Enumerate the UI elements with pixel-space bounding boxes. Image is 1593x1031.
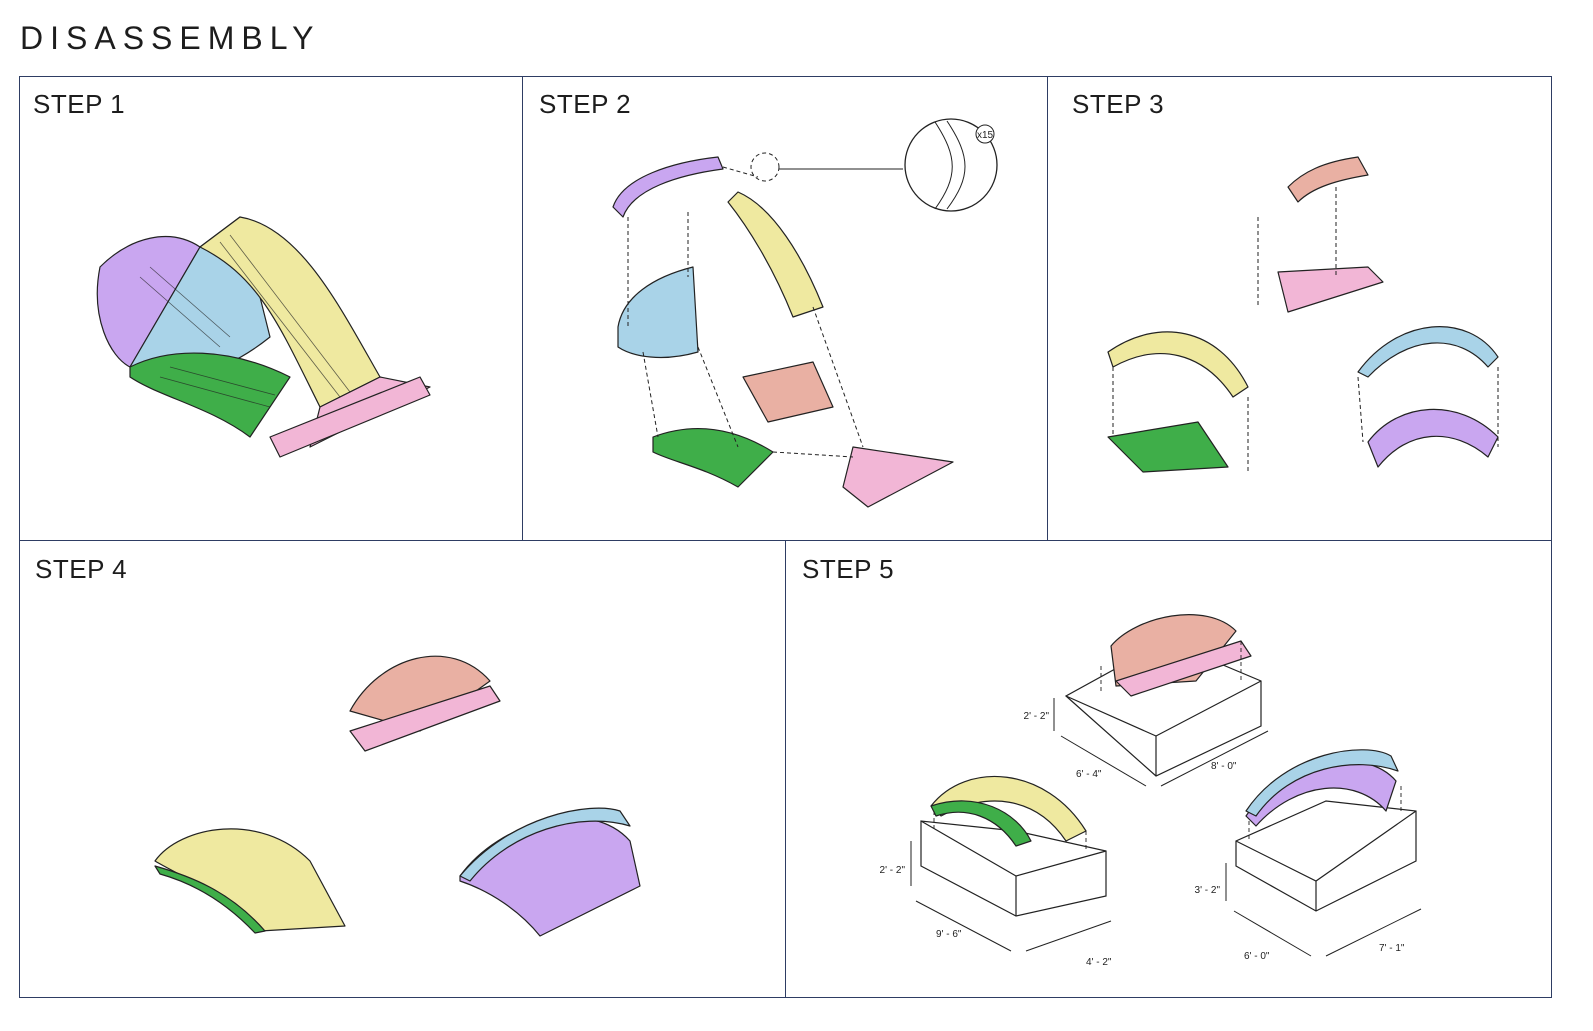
box-2-height: 2' - 2" bbox=[880, 865, 906, 876]
box-3-depth: 6' - 0" bbox=[1244, 951, 1270, 962]
step-3-label: STEP 3 bbox=[1072, 89, 1165, 119]
detail-callout bbox=[904, 118, 998, 212]
step-2-panel: STEP 2 x15 bbox=[522, 76, 1048, 541]
step-5-panel: STEP 5 bbox=[785, 540, 1552, 998]
step-1-panel: STEP 1 bbox=[19, 76, 523, 541]
box-3-height: 3' - 2" bbox=[1195, 885, 1221, 896]
box-2-width: 4' - 2" bbox=[1086, 957, 1112, 968]
step-4-panel: STEP 4 bbox=[19, 540, 786, 998]
box-1-height: 2' - 2" bbox=[1024, 711, 1050, 722]
step-5-label: STEP 5 bbox=[802, 554, 895, 584]
step-3-illustration bbox=[1107, 156, 1499, 473]
callout-quantity: x15 bbox=[977, 130, 994, 141]
step-2-label: STEP 2 bbox=[539, 89, 632, 119]
box-3-width: 7' - 1" bbox=[1379, 943, 1405, 954]
step-2-illustration: x15 bbox=[612, 118, 998, 508]
page-title: DISASSEMBLY bbox=[20, 20, 321, 56]
step-5-illustration: 2' - 2" 6' - 4" 8' - 0" 2' - 2" 9' - 6" … bbox=[880, 614, 1422, 968]
step-3-panel: STEP 3 bbox=[1047, 76, 1552, 541]
step-1-illustration bbox=[96, 216, 431, 458]
step-1-label: STEP 1 bbox=[33, 89, 126, 119]
box-2-depth: 9' - 6" bbox=[936, 929, 962, 940]
step-4-illustration bbox=[154, 655, 641, 937]
box-1-depth: 6' - 4" bbox=[1076, 769, 1102, 780]
box-1-width: 8' - 0" bbox=[1211, 761, 1237, 772]
step-4-label: STEP 4 bbox=[35, 554, 128, 584]
